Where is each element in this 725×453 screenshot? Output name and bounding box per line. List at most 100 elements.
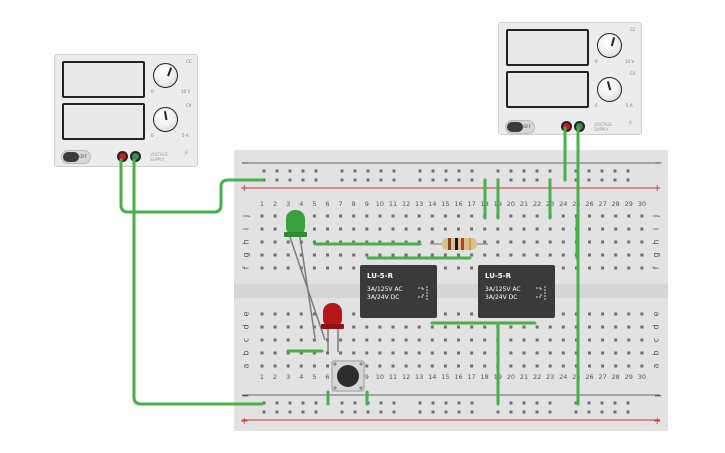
breadboard-hole[interactable] [601,325,605,329]
breadboard-hole[interactable] [548,410,552,414]
breadboard-hole[interactable] [626,178,630,182]
breadboard-hole[interactable] [470,253,474,257]
breadboard-hole[interactable] [340,169,344,173]
breadboard-hole[interactable] [430,364,434,368]
breadboard-hole[interactable] [443,351,447,355]
breadboard-hole[interactable] [326,266,329,270]
breadboard-hole[interactable] [601,312,605,316]
breadboard-hole[interactable] [286,240,290,244]
breadboard-hole[interactable] [509,338,513,342]
breadboard-hole[interactable] [535,401,539,405]
breadboard-hole[interactable] [627,325,631,329]
breadboard-hole[interactable] [548,364,552,368]
breadboard-hole[interactable] [299,351,303,355]
breadboard-hole[interactable] [312,351,316,355]
push-button[interactable] [331,360,365,392]
breadboard-hole[interactable] [627,266,631,270]
breadboard-hole[interactable] [614,253,618,257]
breadboard-hole[interactable] [548,169,552,173]
breadboard-hole[interactable] [339,253,343,257]
breadboard-hole[interactable] [260,214,264,218]
breadboard-hole[interactable] [431,169,435,173]
breadboard-hole[interactable] [404,364,408,368]
breadboard-hole[interactable] [640,227,644,231]
breadboard-hole[interactable] [535,169,539,173]
breadboard-hole[interactable] [509,325,513,329]
breadboard-hole[interactable] [640,240,644,244]
breadboard-hole[interactable] [443,325,447,329]
breadboard-hole[interactable] [286,312,290,316]
breadboard-hole[interactable] [391,364,395,368]
breadboard-hole[interactable] [613,410,617,414]
breadboard-hole[interactable] [522,178,526,182]
breadboard-hole[interactable] [379,410,383,414]
breadboard-hole[interactable] [352,227,356,231]
breadboard-hole[interactable] [470,214,474,218]
breadboard-hole[interactable] [457,351,460,355]
breadboard-hole[interactable] [301,401,305,405]
breadboard-hole[interactable] [260,266,264,270]
breadboard-hole[interactable] [353,169,357,173]
breadboard-hole[interactable] [443,312,447,316]
breadboard-hole[interactable] [601,266,605,270]
breadboard-hole[interactable] [588,325,591,329]
breadboard-hole[interactable] [548,401,552,405]
breadboard-hole[interactable] [273,364,277,368]
voltage-knob[interactable] [597,33,622,58]
breadboard-hole[interactable] [470,410,474,414]
breadboard-hole[interactable] [457,312,460,316]
breadboard-hole[interactable] [640,312,644,316]
breadboard-hole[interactable] [548,253,552,257]
breadboard-hole[interactable] [286,364,290,368]
breadboard-hole[interactable] [286,338,290,342]
breadboard-hole[interactable] [614,364,618,368]
breadboard-hole[interactable] [366,169,370,173]
breadboard-hole[interactable] [509,227,513,231]
breadboard-hole[interactable] [378,364,382,368]
breadboard-hole[interactable] [457,338,460,342]
breadboard-hole[interactable] [640,266,644,270]
breadboard-hole[interactable] [418,178,422,182]
breadboard-hole[interactable] [260,240,264,244]
breadboard-hole[interactable] [470,266,474,270]
breadboard-hole[interactable] [587,178,591,182]
breadboard-hole[interactable] [326,227,329,231]
breadboard-hole[interactable] [561,338,565,342]
breadboard-hole[interactable] [548,338,552,342]
breadboard-hole[interactable] [275,169,279,173]
breadboard-hole[interactable] [574,169,578,173]
breadboard-hole[interactable] [273,338,277,342]
breadboard-hole[interactable] [299,338,303,342]
breadboard-hole[interactable] [561,227,565,231]
breadboard-hole[interactable] [470,351,474,355]
breadboard-hole[interactable] [391,227,395,231]
breadboard-hole[interactable] [626,410,630,414]
breadboard-hole[interactable] [352,253,356,257]
breadboard-hole[interactable] [535,178,539,182]
breadboard-hole[interactable] [457,401,461,405]
breadboard-hole[interactable] [312,312,316,316]
breadboard-hole[interactable] [457,253,460,257]
breadboard-hole[interactable] [404,338,408,342]
breadboard-hole[interactable] [535,227,539,231]
breadboard-hole[interactable] [418,410,422,414]
breadboard-hole[interactable] [457,266,460,270]
breadboard-hole[interactable] [574,325,578,329]
breadboard-hole[interactable] [600,178,604,182]
breadboard-hole[interactable] [430,338,434,342]
breadboard-hole[interactable] [522,401,526,405]
breadboard-hole[interactable] [535,351,539,355]
breadboard-hole[interactable] [509,351,513,355]
breadboard-hole[interactable] [312,253,316,257]
breadboard-hole[interactable] [627,351,631,355]
breadboard-hole[interactable] [352,351,356,355]
breadboard-hole[interactable] [561,214,565,218]
breadboard-hole[interactable] [470,325,474,329]
breadboard-hole[interactable] [588,364,591,368]
breadboard-hole[interactable] [444,178,448,182]
breadboard-hole[interactable] [312,227,316,231]
breadboard-hole[interactable] [509,178,513,182]
breadboard-hole[interactable] [496,227,500,231]
breadboard-hole[interactable] [548,325,552,329]
breadboard-hole[interactable] [522,351,526,355]
